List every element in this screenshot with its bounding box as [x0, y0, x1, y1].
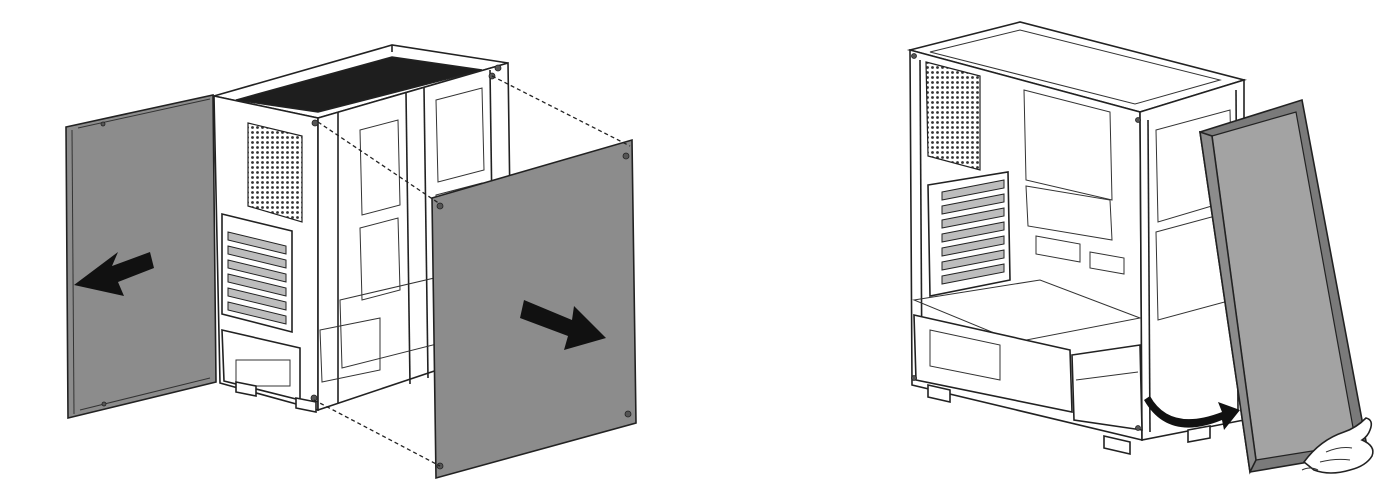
expansion-slots-2	[941, 179, 1005, 285]
curved-arrow-icon	[1144, 396, 1240, 430]
figure-2-panel-swing	[906, 21, 1374, 475]
figure-1-panel-slide	[65, 44, 637, 480]
right-arrow-icon	[520, 300, 606, 350]
expansion-slots-1	[227, 231, 287, 325]
swing-side-panel	[1199, 98, 1369, 475]
alignment-dashes	[313, 75, 631, 467]
hand-icon	[1301, 417, 1374, 474]
case-body-2	[906, 21, 1247, 456]
left-arrow-icon	[74, 252, 154, 296]
